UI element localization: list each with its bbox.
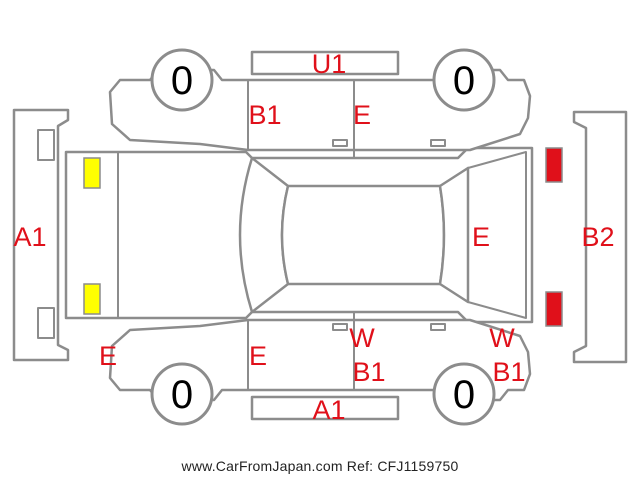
rear-bumper	[572, 110, 628, 364]
front-left-tire	[150, 48, 214, 112]
code-lower-rear-corner-w: W	[489, 323, 515, 353]
front-left-tire-value: 0	[171, 59, 193, 103]
front-lamp-top	[83, 157, 101, 189]
watermark-reference: www.CarFromJapan.com Ref: CFJ1159750	[181, 458, 459, 474]
code-rear-glass: E	[472, 222, 490, 252]
top-side-panel	[250, 50, 400, 76]
code-upper-front-door: B1	[248, 100, 281, 130]
rear-left-tire	[432, 48, 496, 112]
roof	[280, 184, 446, 286]
code-lower-front-corner: E	[99, 341, 117, 371]
front-lamp-bottom	[83, 283, 101, 315]
rear-lamp-top	[545, 147, 563, 183]
code-rear-bumper: B2	[581, 222, 614, 252]
upper-front-handle	[332, 139, 348, 147]
rear-lamp-bottom	[545, 291, 563, 327]
bottom-side-panel	[250, 395, 400, 421]
rear-glass	[438, 166, 470, 304]
front-right-tire-value: 0	[171, 373, 193, 417]
vehicle-damage-diagram: 0 0 0 0 U1 A1 B2 B1 E E E E W B1 W B1 A1	[12, 48, 628, 426]
front-bumper-slot-top	[37, 129, 55, 161]
front-bumper-slot-bottom	[37, 307, 55, 339]
code-bottom-panel: A1	[312, 395, 345, 425]
front-bumper	[12, 108, 70, 362]
rear-left-tire-value: 0	[453, 59, 475, 103]
code-lower-rear-door-b: B1	[352, 357, 385, 387]
rear-hatch	[467, 151, 527, 319]
rear-right-tire	[432, 362, 496, 426]
code-front-bumper: A1	[13, 222, 46, 252]
code-lower-front-door: E	[249, 341, 267, 371]
upper-rear-handle	[430, 139, 446, 147]
code-lower-rear-door-w: W	[349, 323, 375, 353]
front-right-tire	[150, 362, 214, 426]
code-upper-rear-door: E	[353, 100, 371, 130]
rear-right-tire-value: 0	[453, 373, 475, 417]
lower-front-handle	[332, 323, 348, 331]
lower-rear-handle	[430, 323, 446, 331]
code-lower-rear-corner-b: B1	[492, 357, 525, 387]
code-top-panel: U1	[312, 49, 347, 79]
